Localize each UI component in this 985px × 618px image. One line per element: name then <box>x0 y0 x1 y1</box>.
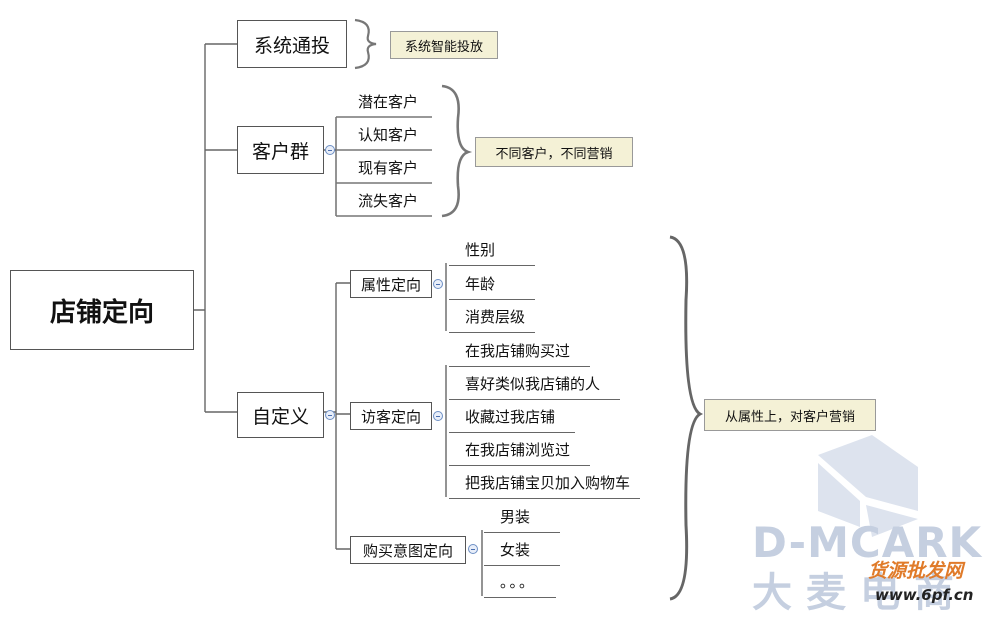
collapse-toggle-icon[interactable] <box>325 145 335 155</box>
watermark-site-cn: 货源批发网 <box>868 560 964 582</box>
watermark-site-url: www.6pf.cn <box>875 586 974 604</box>
visitor-item-favorited[interactable]: 收藏过我店铺 <box>449 408 576 433</box>
root-connectors <box>194 43 237 413</box>
branch-system[interactable]: 系统通投 <box>237 20 347 68</box>
visitor-item-purchased[interactable]: 在我店铺购买过 <box>449 342 591 367</box>
customer-item-existing[interactable]: 现有客户 <box>358 159 419 177</box>
collapse-toggle-icon[interactable] <box>325 410 335 420</box>
collapse-toggle-icon[interactable] <box>433 279 443 289</box>
intent-item-more[interactable]: 。。。 <box>484 573 557 598</box>
intent-item-women[interactable]: 女装 <box>484 541 561 566</box>
group-attr[interactable]: 属性定向 <box>350 270 432 298</box>
attr-item-age[interactable]: 年龄 <box>449 275 536 300</box>
custom-brace <box>669 235 704 601</box>
branch-customer[interactable]: 客户群 <box>237 126 324 174</box>
watermark-brand-cn: 大麦电商 <box>752 570 968 616</box>
customer-item-potential[interactable]: 潜在客户 <box>358 93 419 111</box>
note-customer: 不同客户，不同营销 <box>475 137 633 167</box>
attr-item-spending[interactable]: 消费层级 <box>449 308 536 333</box>
group-intent[interactable]: 购买意图定向 <box>350 536 466 564</box>
group-visitor[interactable]: 访客定向 <box>350 402 432 430</box>
collapse-toggle-icon[interactable] <box>433 411 443 421</box>
branch-custom[interactable]: 自定义 <box>237 392 324 438</box>
collapse-toggle-icon[interactable] <box>468 544 478 554</box>
visitor-item-similar[interactable]: 喜好类似我店铺的人 <box>449 375 621 400</box>
customer-connectors <box>324 117 337 216</box>
system-brace <box>354 18 377 70</box>
customer-brace <box>441 84 473 218</box>
customer-underlines <box>336 116 432 217</box>
visitor-item-browsed[interactable]: 在我店铺浏览过 <box>449 441 591 466</box>
root-node[interactable]: 店铺定向 <box>10 270 194 350</box>
visitor-item-cart[interactable]: 把我店铺宝贝加入购物车 <box>449 474 641 499</box>
customer-item-lost[interactable]: 流失客户 <box>358 192 419 210</box>
note-custom: 从属性上，对客户营销 <box>704 399 876 431</box>
note-system: 系统智能投放 <box>390 31 498 59</box>
intent-item-men[interactable]: 男装 <box>484 508 561 533</box>
customer-item-aware[interactable]: 认知客户 <box>358 126 419 144</box>
watermark-brand: D-MCARK <box>752 518 983 567</box>
attr-item-gender[interactable]: 性别 <box>449 241 536 266</box>
